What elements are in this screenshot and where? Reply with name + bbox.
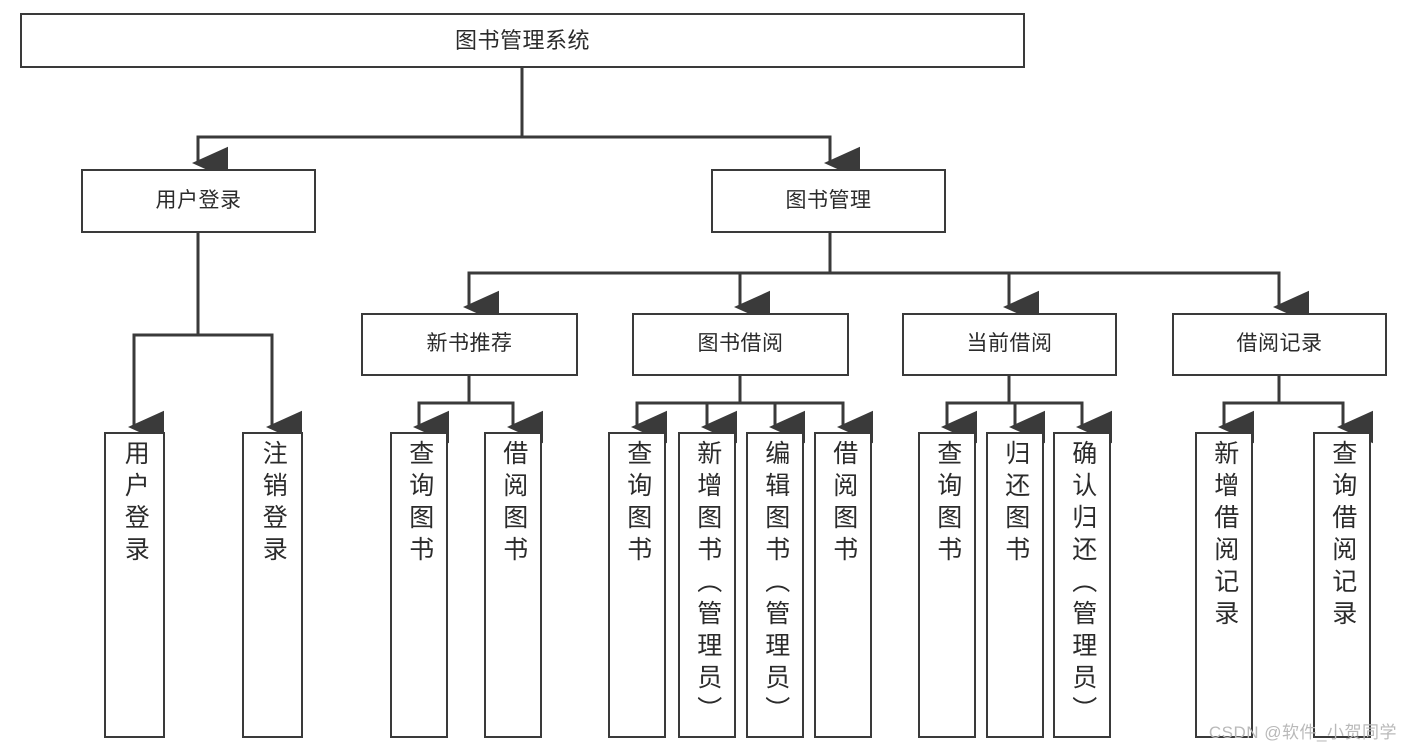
node-label: 借阅图书 <box>499 440 528 568</box>
node-label: 编辑图书（管理员） <box>761 440 790 728</box>
node-borrow-record[interactable]: 借阅记录 <box>1172 313 1387 376</box>
csdn-watermark: CSDN @软件_小贺同学 <box>1208 723 1397 742</box>
node-user-login[interactable]: 用户登录 <box>81 169 316 233</box>
node-label: 确认归还（管理员） <box>1068 440 1097 728</box>
leaf-borrow-record-query-record[interactable]: 查询借阅记录 <box>1313 432 1371 738</box>
node-label: 用户登录 <box>121 440 150 568</box>
leaf-current-borrow-query-book[interactable]: 查询图书 <box>918 432 976 738</box>
leaf-new-book-borrow-book[interactable]: 借阅图书 <box>484 432 542 738</box>
node-label: 归还图书 <box>1001 440 1030 568</box>
node-label: 查询借阅记录 <box>1328 440 1357 632</box>
leaf-book-borrow-borrow-book[interactable]: 借阅图书 <box>814 432 872 738</box>
node-label: 用户登录 <box>155 188 242 212</box>
node-label: 查询图书 <box>933 440 962 568</box>
leaf-book-borrow-edit-book-admin[interactable]: 编辑图书（管理员） <box>746 432 804 738</box>
node-label: 图书管理系统 <box>454 27 590 53</box>
leaf-user-login-login[interactable]: 用户登录 <box>104 432 165 738</box>
leaf-new-book-query-book[interactable]: 查询图书 <box>390 432 448 738</box>
node-book-borrow[interactable]: 图书借阅 <box>632 313 849 376</box>
node-label: 新增借阅记录 <box>1210 440 1239 632</box>
leaf-user-login-logout[interactable]: 注销登录 <box>242 432 303 738</box>
node-label: 注销登录 <box>259 440 288 568</box>
leaf-current-borrow-return-book[interactable]: 归还图书 <box>986 432 1044 738</box>
node-label: 图书管理 <box>785 188 872 212</box>
leaf-current-borrow-confirm-return-admin[interactable]: 确认归还（管理员） <box>1053 432 1111 738</box>
node-label: 查询图书 <box>405 440 434 568</box>
node-new-book-recommend[interactable]: 新书推荐 <box>361 313 578 376</box>
node-book-management[interactable]: 图书管理 <box>711 169 946 233</box>
node-current-borrow[interactable]: 当前借阅 <box>902 313 1117 376</box>
node-label: 新书推荐 <box>426 332 513 356</box>
node-label: 新增图书（管理员） <box>693 440 722 728</box>
leaf-book-borrow-query-book[interactable]: 查询图书 <box>608 432 666 738</box>
node-label: 图书借阅 <box>697 332 784 356</box>
leaf-book-borrow-add-book-admin[interactable]: 新增图书（管理员） <box>678 432 736 738</box>
leaf-borrow-record-add-record[interactable]: 新增借阅记录 <box>1195 432 1253 738</box>
node-label: 借阅图书 <box>829 440 858 568</box>
node-root-book-management-system[interactable]: 图书管理系统 <box>20 13 1025 68</box>
node-label: 查询图书 <box>623 440 652 568</box>
node-label: 当前借阅 <box>966 332 1053 356</box>
node-label: 借阅记录 <box>1236 332 1323 356</box>
